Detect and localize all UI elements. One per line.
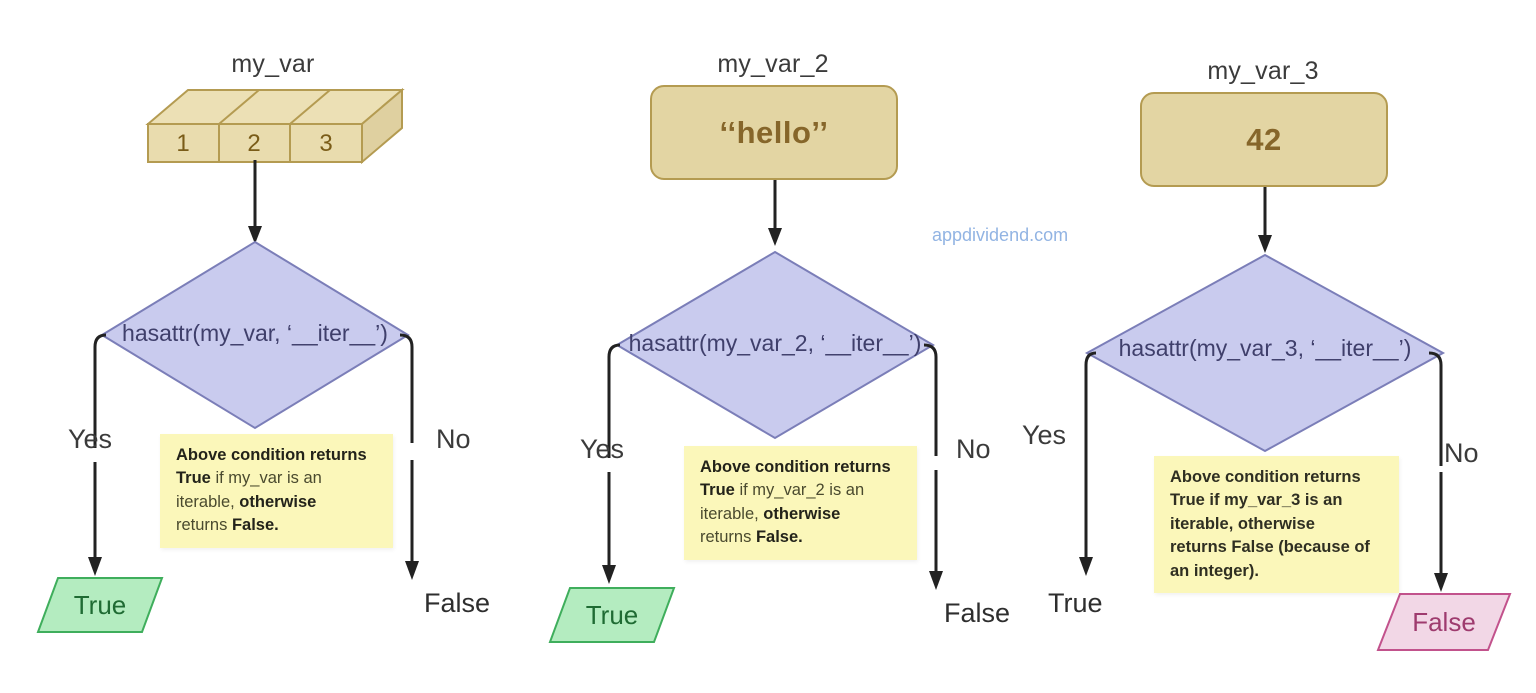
note-line: True if my_var is an — [176, 469, 322, 488]
branch-label-yes: Yes — [68, 424, 113, 454]
value-box-text: ‘‘hello’’ — [719, 114, 829, 150]
connector-no-to-outcome — [398, 460, 430, 586]
connector-yes-to-outcome — [596, 472, 626, 592]
flow-column-my-var-2: my_var_2 ‘‘hello’’ hasattr(my_var_2, ‘__… — [512, 0, 1024, 693]
list-cell-value: 2 — [247, 130, 260, 157]
note-line: an integer). — [1170, 561, 1259, 580]
connector-no-to-outcome — [922, 470, 954, 596]
note-line: True if my_var_3 is an — [1170, 491, 1343, 510]
decision-diamond: hasattr(my_var_3, ‘__iter__’) — [1084, 253, 1446, 453]
connector-yes-branch — [82, 320, 112, 450]
connector-yes-branch — [596, 330, 626, 460]
outcome-true-shape: True — [548, 586, 676, 644]
variable-title: my_var_3 — [1207, 57, 1319, 85]
flow-column-my-var: my_var 1 2 3 — [0, 0, 512, 693]
explanation-note: Above condition returns True if my_var i… — [160, 434, 393, 548]
note-line: iterable, otherwise — [700, 504, 841, 523]
outcome-false-shape: False — [1376, 592, 1512, 652]
branch-label-no: No — [956, 434, 991, 464]
flow-column-my-var-3: my_var_3 42 hasattr(my_var_3, ‘__iter__’… — [1012, 0, 1536, 693]
note-line: iterable, otherwise — [1170, 514, 1315, 533]
connector-no-branch — [922, 330, 954, 458]
explanation-note: Above condition returns True if my_var_2… — [684, 446, 917, 560]
decision-diamond: hasattr(my_var_2, ‘__iter__’) — [615, 250, 935, 440]
branch-label-no: No — [1444, 438, 1479, 468]
branch-label-no: No — [436, 424, 471, 454]
note-line: True if my_var_2 is an — [700, 481, 865, 500]
decision-diamond: hasattr(my_var, ‘__iter__’) — [100, 240, 410, 430]
variable-title: my_var_2 — [717, 50, 829, 78]
list-cell-value: 1 — [176, 130, 189, 157]
note-line: Above condition returns — [1170, 468, 1361, 486]
connector-box-to-decision — [1250, 187, 1280, 259]
watermark-label: appdividend.com — [932, 225, 1069, 245]
outcome-false-label: False — [424, 588, 491, 618]
value-box: ‘‘hello’’ — [650, 85, 898, 180]
note-line: Above condition returns — [176, 446, 367, 464]
list-3d-box: 1 2 3 — [140, 84, 410, 174]
note-line: Above condition returns — [700, 458, 891, 476]
connector-box-to-decision — [760, 180, 790, 252]
connector-yes-branch — [1074, 338, 1104, 583]
connector-yes-to-outcome — [82, 462, 112, 582]
outcome-true-label: True — [1048, 588, 1103, 618]
note-line: returns False. — [700, 528, 803, 547]
outcome-true-shape: True — [36, 576, 164, 634]
value-box: 42 — [1140, 92, 1388, 187]
explanation-note: Above condition returns True if my_var_3… — [1154, 456, 1399, 594]
connector-box-to-decision — [240, 160, 270, 250]
connector-no-to-outcome — [1427, 472, 1459, 600]
branch-label-yes: Yes — [1022, 420, 1067, 450]
branch-label-yes: Yes — [580, 434, 625, 464]
note-line: iterable, otherwise — [176, 492, 317, 511]
value-box-text: 42 — [1246, 121, 1282, 157]
connector-no-branch — [398, 320, 430, 445]
note-line: returns False (because of — [1170, 538, 1370, 557]
variable-title: my_var — [231, 50, 315, 78]
note-line: returns False. — [176, 516, 279, 535]
outcome-false-label: False — [944, 598, 1011, 628]
connector-no-branch — [1427, 338, 1459, 468]
list-cell-value: 3 — [319, 130, 332, 157]
